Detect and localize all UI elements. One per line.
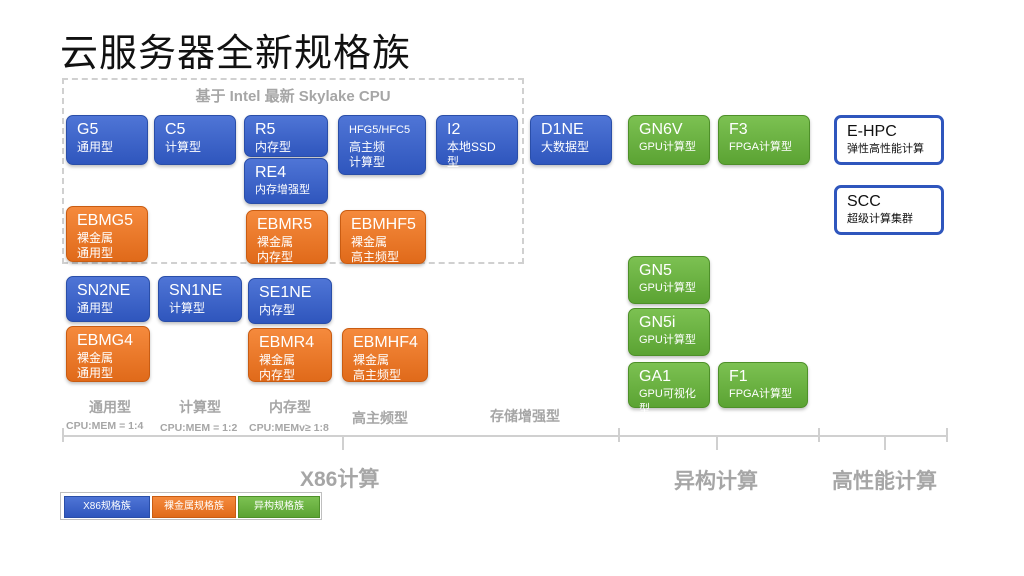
box-name: GN6V (639, 121, 683, 138)
box-sub: 裸金属 高主频型 (353, 353, 402, 382)
box-sub: 裸金属 通用型 (77, 351, 114, 380)
box-name: F1 (729, 368, 748, 385)
axis-tick (342, 436, 344, 450)
box-name: EBMR4 (259, 334, 315, 351)
box-d1ne[interactable]: D1NE 大数据型 (530, 115, 612, 165)
box-sub: 计算型 (165, 140, 202, 154)
legend-baremetal: 裸金属规格族 (152, 496, 236, 518)
box-name: SN1NE (169, 282, 223, 299)
axis-tick (884, 436, 886, 450)
box-sub: 高主频 计算型 (349, 140, 386, 169)
box-ga1[interactable]: GA1 GPU可视化型 (628, 362, 710, 415)
box-name: SCC (847, 193, 881, 210)
axis-tick (946, 428, 948, 442)
box-name: EBMHF5 (351, 216, 416, 233)
box-ebmr4[interactable]: EBMR4 裸金属 内存型 (248, 328, 332, 382)
ratio-memory: CPU:MEMv≥ 1:8 (249, 422, 329, 434)
ratio-general: CPU:MEM = 1:4 (66, 420, 144, 432)
box-scc[interactable]: SCC 超级计算集群 (834, 185, 944, 235)
box-sub: 裸金属 高主频型 (351, 235, 400, 264)
box-sub: GPU计算型 (639, 334, 696, 346)
box-i2[interactable]: I2 本地SSD型 (436, 115, 518, 169)
box-se1ne[interactable]: SE1NE 内存型 (248, 278, 332, 324)
legend-heterogeneous: 异构规格族 (238, 496, 320, 518)
box-sn1ne[interactable]: SN1NE 计算型 (158, 276, 242, 322)
box-sub: 计算型 (169, 301, 206, 315)
box-sub: GPU计算型 (639, 141, 696, 153)
box-sub: FPGA计算型 (729, 141, 792, 153)
box-sub: 内存型 (259, 303, 296, 317)
category-general: 通用型 (89, 399, 131, 415)
box-ebmhf5[interactable]: EBMHF5 裸金属 高主频型 (340, 210, 426, 264)
axis-tick (818, 428, 820, 442)
box-re4[interactable]: RE4 内存增强型 (244, 158, 328, 204)
box-name: GN5 (639, 262, 672, 279)
box-gn5i[interactable]: GN5i GPU计算型 (628, 308, 710, 356)
legend-x86: X86规格族 (64, 496, 150, 518)
box-sub: GPU可视化型 (639, 388, 696, 415)
box-sub: 裸金属 通用型 (77, 231, 114, 260)
box-name: EBMR5 (257, 216, 313, 233)
box-ebmr5[interactable]: EBMR5 裸金属 内存型 (246, 210, 328, 264)
box-name: R5 (255, 121, 276, 138)
box-sub: 大数据型 (541, 140, 590, 154)
category-memory: 内存型 (269, 399, 311, 415)
box-sub: 裸金属 内存型 (259, 353, 296, 382)
box-sub: 超级计算集群 (847, 213, 913, 225)
box-ebmg5[interactable]: EBMG5 裸金属 通用型 (66, 206, 148, 262)
skylake-group-label: 基于 Intel 最新 Skylake CPU (195, 88, 391, 105)
box-f1[interactable]: F1 FPGA计算型 (718, 362, 808, 408)
box-ehpc[interactable]: E-HPC 弹性高性能计算 (834, 115, 944, 165)
ratio-compute: CPU:MEM = 1:2 (160, 422, 238, 434)
section-heterogeneous: 异构计算 (674, 470, 758, 493)
box-sub: 弹性高性能计算 (847, 143, 924, 155)
box-sub: 内存型 (255, 140, 292, 154)
box-sub: GPU计算型 (639, 282, 696, 294)
axis-line (62, 435, 948, 437)
box-gn5[interactable]: GN5 GPU计算型 (628, 256, 710, 304)
category-compute: 计算型 (179, 399, 221, 415)
box-name: RE4 (255, 164, 287, 181)
box-name: HFG5/HFC5 (349, 124, 411, 136)
box-name: E-HPC (847, 123, 897, 140)
box-hfg5[interactable]: HFG5/HFC5 高主频 计算型 (338, 115, 426, 175)
box-sub: 裸金属 内存型 (257, 235, 294, 264)
box-name: C5 (165, 121, 186, 138)
box-name: GN5i (639, 314, 676, 331)
category-storage: 存储增强型 (490, 408, 560, 424)
box-sub: 本地SSD型 (447, 140, 496, 169)
box-c5[interactable]: C5 计算型 (154, 115, 236, 165)
box-sub: FPGA计算型 (729, 388, 792, 400)
box-name: G5 (77, 121, 99, 138)
box-sn2ne[interactable]: SN2NE 通用型 (66, 276, 150, 322)
box-name: GA1 (639, 368, 672, 385)
box-ebmhf4[interactable]: EBMHF4 裸金属 高主频型 (342, 328, 428, 382)
box-ebmg4[interactable]: EBMG4 裸金属 通用型 (66, 326, 150, 382)
axis-tick (716, 436, 718, 450)
box-r5[interactable]: R5 内存型 (244, 115, 328, 157)
box-sub: 通用型 (77, 301, 114, 315)
section-x86: X86计算 (300, 468, 380, 491)
box-name: SE1NE (259, 284, 312, 301)
box-name: EBMHF4 (353, 334, 418, 351)
box-name: F3 (729, 121, 748, 138)
category-high-frequency: 高主频型 (352, 410, 408, 426)
box-g5[interactable]: G5 通用型 (66, 115, 148, 165)
box-name: SN2NE (77, 282, 131, 299)
axis-tick (62, 428, 64, 442)
axis-tick (618, 428, 620, 442)
box-f3[interactable]: F3 FPGA计算型 (718, 115, 810, 165)
legend (60, 492, 322, 520)
page-title: 云服务器全新规格族 (60, 31, 412, 75)
box-name: EBMG5 (77, 212, 134, 229)
box-sub: 通用型 (77, 140, 114, 154)
box-name: I2 (447, 121, 461, 138)
box-name: D1NE (541, 121, 584, 138)
box-sub: 内存增强型 (255, 184, 310, 196)
box-gn6v[interactable]: GN6V GPU计算型 (628, 115, 710, 165)
section-hpc: 高性能计算 (832, 470, 937, 493)
box-name: EBMG4 (77, 332, 134, 349)
